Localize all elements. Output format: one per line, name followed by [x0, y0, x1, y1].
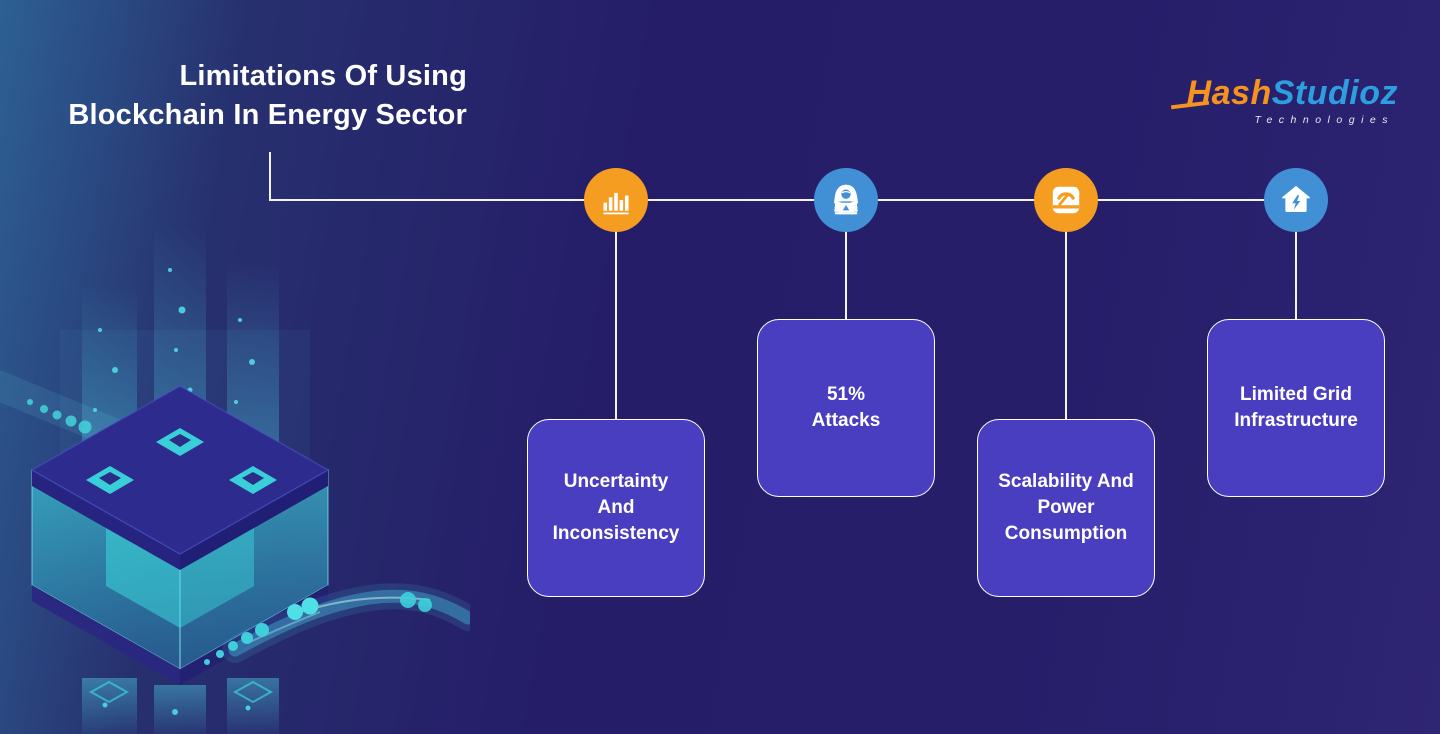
card-label: 51% Attacks: [811, 384, 881, 431]
connector-stem-1: [615, 200, 617, 420]
hashstudioz-logo: HashStudioz Technologies: [1187, 74, 1398, 126]
node-limited-grid: [1264, 168, 1328, 232]
node-51-attacks: [814, 168, 878, 232]
card-scalability: Scalability And Power Consumption: [977, 419, 1155, 597]
connector-stem-4: [1295, 200, 1297, 320]
card-limited-grid: Limited Grid Infrastructure: [1207, 319, 1385, 497]
connector-stem-2: [845, 200, 847, 320]
timeline-horizontal-line: [269, 199, 1297, 201]
power-meter-icon: [1052, 186, 1080, 214]
node-scalability: [1034, 168, 1098, 232]
card-51-attacks: 51% Attacks: [757, 319, 935, 497]
card-label: Scalability And Power Consumption: [998, 471, 1134, 544]
card-label: Limited Grid Infrastructure: [1234, 384, 1358, 431]
blockchain-cube-illustration: [0, 225, 470, 734]
bar-chart-icon: [603, 192, 629, 215]
connector-stem-3: [1065, 200, 1067, 420]
logo-subtitle: Technologies: [1254, 114, 1394, 126]
node-uncertainty: [584, 168, 648, 232]
card-label: Uncertainty And Inconsistency: [552, 471, 680, 544]
hacker-icon: [833, 184, 859, 215]
logo-studioz-text: Studioz: [1271, 74, 1398, 112]
page-title: Limitations Of Using Blockchain In Energ…: [68, 60, 467, 131]
logo-wordmark: HashStudioz: [1187, 74, 1398, 113]
energy-house-icon: [1282, 186, 1310, 213]
logo-hash-text: Hash: [1186, 74, 1272, 112]
title-connector-line: [269, 152, 271, 200]
card-uncertainty: Uncertainty And Inconsistency: [527, 419, 705, 597]
